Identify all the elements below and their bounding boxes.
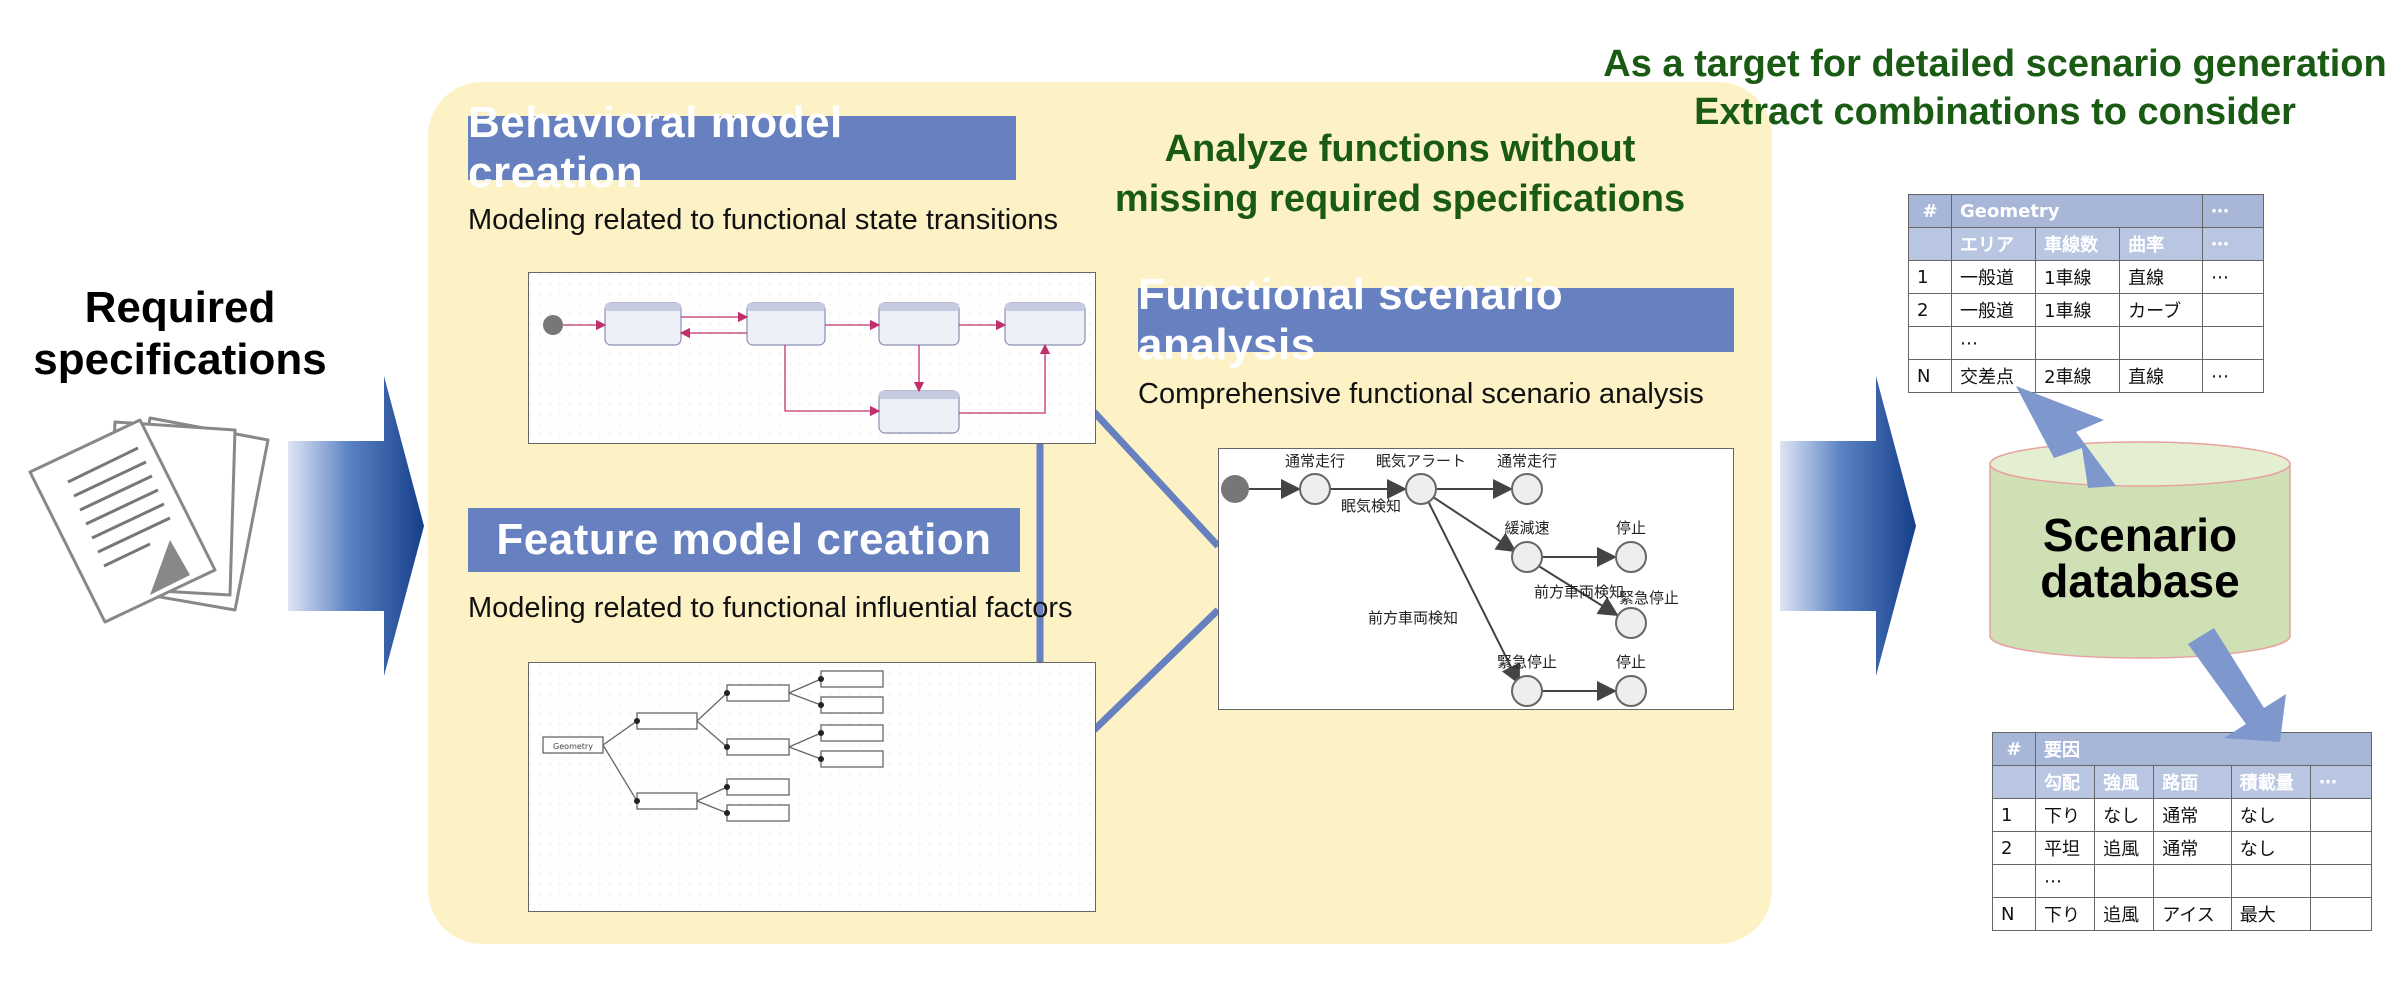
database-line2: database bbox=[2040, 555, 2240, 607]
required-line1: Required bbox=[84, 283, 276, 332]
t1-r1-b: 1車線 bbox=[2035, 260, 2121, 294]
arrow-up-left-icon bbox=[2016, 386, 2116, 488]
t2-r2-b: 追風 bbox=[2094, 831, 2155, 865]
analyze-line2: missing required specifications bbox=[1114, 178, 1686, 220]
t1-r2-c: カーブ bbox=[2119, 293, 2203, 327]
t2-group-header: 要因 bbox=[2035, 732, 2372, 766]
node-emergency-stop-1: 緊急停止 bbox=[1619, 589, 1679, 607]
t2-r4-e bbox=[2310, 897, 2372, 931]
t2-r3-a: ⋯ bbox=[2034, 864, 2096, 898]
t1-r3-c bbox=[2119, 326, 2203, 360]
t1-r3-b bbox=[2035, 326, 2121, 360]
factors-table: # 要因 勾配 強風 路面 積載量 ⋯ 1 下り なし 通常 なし 2 平坦 追… bbox=[1992, 732, 2372, 931]
t2-col-slope: 勾配 bbox=[2034, 765, 2096, 799]
t2-r1-d: なし bbox=[2230, 798, 2312, 832]
t1-col-dots: ⋯ bbox=[2202, 227, 2264, 261]
t1-group-header: Geometry bbox=[1951, 194, 2203, 228]
big-arrow-left bbox=[288, 376, 424, 676]
analyze-note: Analyze functions without missing requir… bbox=[1100, 124, 1700, 224]
t2-r2-a: 平坦 bbox=[2034, 831, 2096, 865]
table-row: ⋯ bbox=[1992, 864, 2372, 898]
target-note: As a target for detailed scenario genera… bbox=[1600, 40, 2390, 136]
t1-col-curvature: 曲率 bbox=[2119, 227, 2203, 261]
node-stop-1: 停止 bbox=[1616, 519, 1646, 537]
required-line2: specifications bbox=[33, 335, 327, 384]
feature-model-subtitle: Modeling related to functional influenti… bbox=[468, 592, 1073, 624]
feature-tree-diagram: Geometry bbox=[528, 662, 1096, 912]
database-line1: Scenario bbox=[2042, 509, 2238, 561]
t1-r4-n: N bbox=[1908, 359, 1952, 393]
t2-col-wind: 強風 bbox=[2094, 765, 2155, 799]
state-transition-diagram bbox=[528, 272, 1096, 444]
documents-icon bbox=[28, 416, 270, 624]
edge-front-vehicle-detect: 前方車両検知 bbox=[1534, 583, 1624, 601]
t2-r1-c: 通常 bbox=[2153, 798, 2232, 832]
functional-scenario-graph: 通常走行 眠気アラート 通常走行 眠気検知 緩減速 停止 前方車両検知 緊急停止… bbox=[1218, 448, 1734, 710]
t1-r4-b: 2車線 bbox=[2035, 359, 2121, 393]
t1-r4-c: 直線 bbox=[2119, 359, 2203, 393]
t2-col-dots: ⋯ bbox=[2310, 765, 2372, 799]
t1-r2-n: 2 bbox=[1908, 293, 1952, 327]
t1-r2-a: 一般道 bbox=[1950, 293, 2037, 327]
edge-drowsy-detect: 眠気検知 bbox=[1341, 497, 1401, 515]
table-row: N 下り 追風 アイス 最大 bbox=[1992, 897, 2372, 931]
t1-col-lanes: 車線数 bbox=[2035, 227, 2121, 261]
t1-col-area: エリア bbox=[1950, 227, 2037, 261]
t2-r2-n: 2 bbox=[1992, 831, 2036, 865]
t2-col-load: 積載量 bbox=[2230, 765, 2312, 799]
table-row: 2 平坦 追風 通常 なし bbox=[1992, 831, 2372, 865]
t1-r4-d: ⋯ bbox=[2202, 359, 2264, 393]
target-line1: As a target for detailed scenario genera… bbox=[1603, 43, 2387, 85]
analyze-line1: Analyze functions without bbox=[1164, 128, 1636, 170]
node-stop-2: 停止 bbox=[1616, 653, 1646, 671]
t2-r4-n: N bbox=[1992, 897, 2036, 931]
t1-r3-d bbox=[2202, 326, 2264, 360]
scenario-database-cylinder bbox=[1989, 441, 2291, 659]
t1-r1-a: 一般道 bbox=[1950, 260, 2037, 294]
t2-r4-c: アイス bbox=[2153, 897, 2232, 931]
t2-r4-b: 追風 bbox=[2094, 897, 2155, 931]
table-row: N 交差点 2車線 直線 ⋯ bbox=[1908, 359, 2264, 393]
table-row: 1 下り なし 通常 なし bbox=[1992, 798, 2372, 832]
table-row: 2 一般道 1車線 カーブ bbox=[1908, 293, 2264, 327]
node-drowsy-alert: 眠気アラート bbox=[1376, 452, 1466, 470]
t1-empty-corner bbox=[1908, 227, 1952, 261]
geometry-table: # Geometry ⋯ エリア 車線数 曲率 ⋯ 1 一般道 1車線 直線 ⋯… bbox=[1908, 194, 2264, 393]
arrow-down-right-icon bbox=[2188, 628, 2286, 742]
t2-r2-d: なし bbox=[2230, 831, 2312, 865]
node-slow-decel: 緩減速 bbox=[1504, 519, 1549, 537]
t1-hash: # bbox=[1908, 194, 1952, 228]
t2-r2-c: 通常 bbox=[2153, 831, 2232, 865]
feature-model-header: Feature model creation bbox=[468, 508, 1020, 572]
node-normal-driving-1: 通常走行 bbox=[1285, 452, 1345, 470]
t1-r4-a: 交差点 bbox=[1950, 359, 2037, 393]
t2-r1-e bbox=[2310, 798, 2372, 832]
target-line2: Extract combinations to consider bbox=[1694, 91, 2296, 133]
big-arrow-right bbox=[1780, 376, 1916, 676]
behavioral-model-subtitle: Modeling related to functional state tra… bbox=[468, 204, 1059, 236]
node-emergency-stop-2: 緊急停止 bbox=[1497, 653, 1557, 671]
t2-hash: # bbox=[1992, 732, 2036, 766]
functional-scenario-subtitle: Comprehensive functional scenario analys… bbox=[1138, 378, 1704, 410]
scenario-database-label: Scenario database bbox=[1990, 512, 2290, 604]
t2-r3-e bbox=[2310, 864, 2372, 898]
t2-col-surface: 路面 bbox=[2153, 765, 2232, 799]
required-specifications-label: Required specifications bbox=[20, 282, 340, 386]
feature-root-label: Geometry bbox=[553, 742, 593, 751]
table-row: ⋯ bbox=[1908, 326, 2264, 360]
node-normal-driving-2: 通常走行 bbox=[1497, 452, 1557, 470]
t2-r4-d: 最大 bbox=[2230, 897, 2312, 931]
t2-r1-n: 1 bbox=[1992, 798, 2036, 832]
edge-front-vehicle-detect-2: 前方車両検知 bbox=[1368, 609, 1458, 627]
